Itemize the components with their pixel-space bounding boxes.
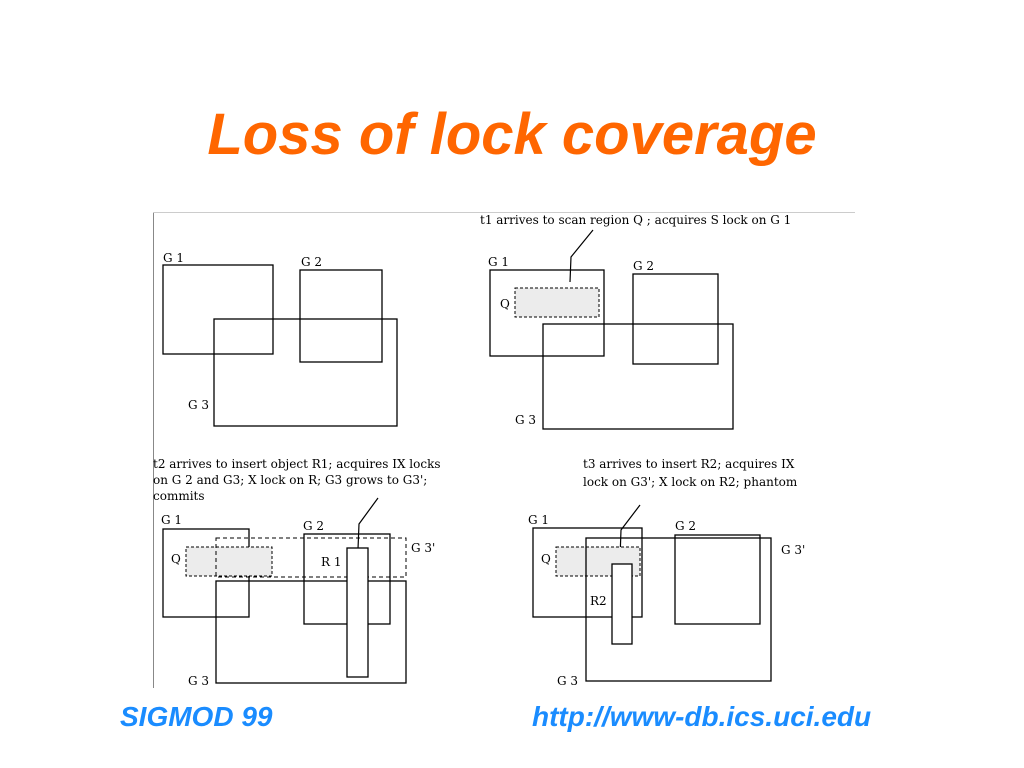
panel2-g2-label: G 2 [633, 259, 654, 273]
panel2-query-region [514, 287, 600, 318]
panel4-r2-object [611, 563, 633, 645]
panel3-query-region [185, 546, 273, 577]
panel3-caption-line-3: commits [153, 489, 205, 503]
panel3-caption-line-1: t2 arrives to insert object R1; acquires… [153, 457, 441, 471]
panel1-g3-label: G 3 [188, 398, 209, 412]
panel3-r1-label: R 1 [321, 555, 341, 569]
panel1-g2-box [299, 269, 383, 363]
slide-title: Loss of lock coverage [207, 102, 817, 167]
panel3-g3-box [215, 580, 407, 684]
panel3-q-label: Q [171, 552, 181, 566]
panel1-g1-box [162, 264, 274, 355]
panel3-r1-object [346, 547, 369, 678]
lock-coverage-diagram: G 1 G 2 G 3 t1 arrives to scan region Q … [153, 212, 855, 688]
panel4-r2-label: R2 [590, 594, 607, 608]
panel2-g3-box [542, 323, 734, 430]
panel2-caption: t1 arrives to scan region Q ; acquires S… [480, 213, 791, 227]
panel3-g1-label: G 1 [161, 513, 182, 527]
panel4-g2-box [674, 534, 761, 625]
panel2-q-label: Q [500, 297, 510, 311]
panel-4: t3 arrives to insert R2; acquires IX loc… [528, 457, 805, 688]
panel4-g2-label: G 2 [675, 519, 696, 533]
panel2-g2-box [632, 273, 719, 365]
panel4-caption-line-2: lock on G3'; X lock on R2; phantom [583, 475, 798, 489]
panel-1: G 1 G 2 G 3 [162, 251, 398, 427]
panel4-g3-prime-box [585, 537, 772, 682]
diagram-canvas: G 1 G 2 G 3 t1 arrives to scan region Q … [153, 212, 855, 688]
panel2-g1-box [489, 269, 605, 357]
panel3-caption-line-2: on G 2 and G3; X lock on R; G3 grows to … [153, 473, 427, 487]
panel2-pointer-line [569, 229, 594, 283]
panel4-caption-line-1: t3 arrives to insert R2; acquires IX [583, 457, 795, 471]
panel4-g3-label: G 3 [557, 674, 578, 688]
footer-conference: SIGMOD 99 [120, 701, 273, 732]
panel1-g3-box [213, 318, 398, 427]
panel1-g1-label: G 1 [163, 251, 184, 265]
panel-3: t2 arrives to insert object R1; acquires… [153, 457, 441, 688]
panel-2: t1 arrives to scan region Q ; acquires S… [480, 213, 791, 430]
panel3-g3-label: G 3 [188, 674, 209, 688]
panel3-g3-prime-extension [215, 537, 407, 578]
panel1-g2-label: G 2 [301, 255, 322, 269]
panel3-g3-prime-label: G 3' [411, 541, 435, 555]
footer-url: http://www-db.ics.uci.edu [532, 701, 872, 732]
panel4-g1-label: G 1 [528, 513, 549, 527]
panel2-g1-label: G 1 [488, 255, 509, 269]
panel3-pointer-line [357, 497, 379, 550]
panel4-g3-prime-label: G 3' [781, 543, 805, 557]
panel4-q-label: Q [541, 552, 551, 566]
panel4-g1-box [532, 527, 643, 618]
panel3-g2-label: G 2 [303, 519, 324, 533]
panel2-g3-label: G 3 [515, 413, 536, 427]
